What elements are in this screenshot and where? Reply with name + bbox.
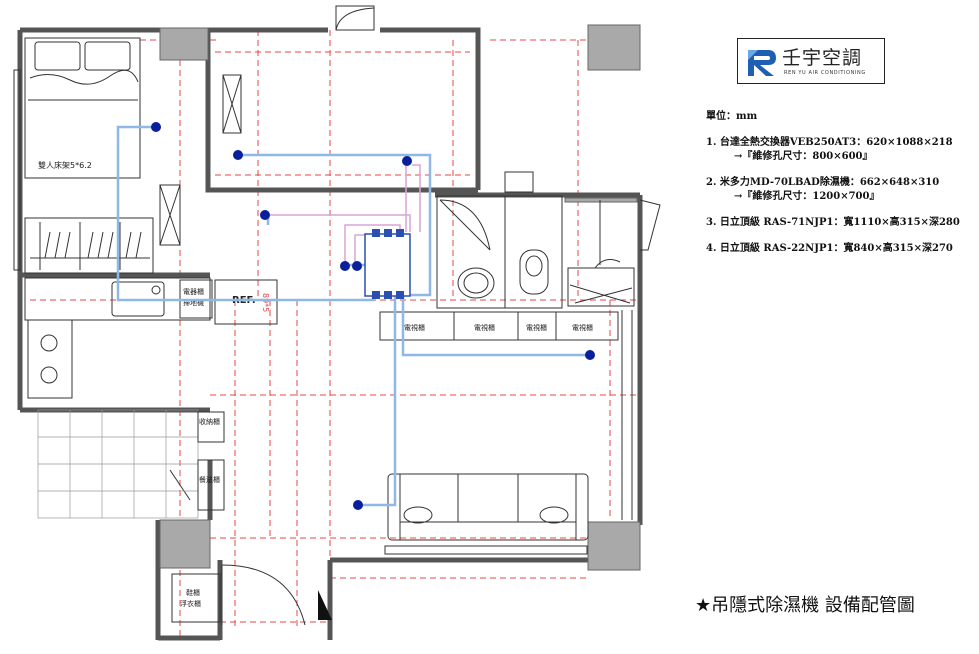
company-logo: 壬宇空調 REN YU AIR CONDITIONING	[737, 38, 885, 84]
dining-cabinets	[171, 411, 225, 623]
tv-cabinet-label-4: 電視櫃	[572, 323, 593, 332]
floor-plan: 雙人床架5*6.2 電器櫃 掃地機 REF. 89*5	[13, 5, 661, 641]
fridge-mark: 89*5	[261, 293, 270, 312]
dehumidifier-unit	[364, 229, 411, 299]
logo-mark-icon	[748, 50, 776, 76]
legend-item-line: 2. 米多力MD-70LBAD除濕機：662×648×310	[706, 177, 940, 188]
bathroom	[436, 195, 635, 309]
unit-label: 單位：mm	[706, 111, 758, 122]
windows	[13, 69, 242, 271]
legend-item-note: →『維修孔尺寸：1200×700』	[734, 191, 880, 202]
logo-title: 壬宇空調	[782, 47, 863, 69]
shoe-cabinet-label: 鞋櫃	[186, 588, 200, 597]
wardrobe	[24, 217, 154, 274]
doors	[169, 5, 661, 626]
logo-subtitle: REN YU AIR CONDITIONING	[784, 70, 866, 76]
sofa	[384, 473, 589, 555]
shoe-cabinet-label2: 浮衣櫃	[180, 599, 201, 608]
dashed-grid	[30, 30, 640, 640]
diagram-title: ★吊隱式除濕機 設備配管圖	[695, 595, 915, 616]
legend-item-line: 3. 日立頂級 RAS-71NJP1：寬1110×高315×深280	[706, 217, 960, 228]
columns	[159, 24, 641, 571]
storage-cabinet-label: 收納櫃	[199, 417, 220, 426]
tv-cabinet-label-3: 電視櫃	[526, 323, 547, 332]
equipment-legend: 單位：mm 1. 台達全熱交換器VEB250AT3：620×1088×218 →…	[706, 107, 974, 268]
legend-item: 3. 日立頂級 RAS-71NJP1：寬1110×高315×深280	[706, 216, 974, 230]
dining-cabinet-label: 餐邊櫃	[199, 475, 220, 484]
cabinet-appliance-label: 電器櫃	[183, 287, 204, 296]
entrance-marker	[318, 590, 332, 620]
tiled-floor	[37, 409, 199, 519]
legend-item-line: 1. 台達全熱交換器VEB250AT3：620×1088×218	[706, 137, 953, 148]
legend-item-note: →『維修孔尺寸：800×600』	[734, 151, 873, 162]
bed-label: 雙人床架5*6.2	[38, 160, 92, 170]
legend-item: 4. 日立頂級 RAS-22NJP1：寬840×高315×深270	[706, 242, 974, 256]
air-ducts	[116, 125, 590, 507]
legend-item-line: 4. 日立頂級 RAS-22NJP1：寬840×高315×深270	[706, 243, 953, 254]
legend-item: 2. 米多力MD-70LBAD除濕機：662×648×310 →『維修孔尺寸：1…	[706, 176, 974, 204]
tv-cabinet-label-1: 電視櫃	[404, 323, 425, 332]
legend-item: 1. 台達全熱交換器VEB250AT3：620×1088×218 →『維修孔尺寸…	[706, 136, 974, 164]
bed	[24, 37, 141, 179]
outlet-points	[151, 122, 595, 510]
tv-cabinet-label-2: 電視櫃	[474, 323, 495, 332]
drain-pipes	[268, 164, 421, 265]
tv-cabinet-row	[379, 310, 633, 520]
cabinet-appliance-label2: 掃地機	[183, 298, 204, 307]
